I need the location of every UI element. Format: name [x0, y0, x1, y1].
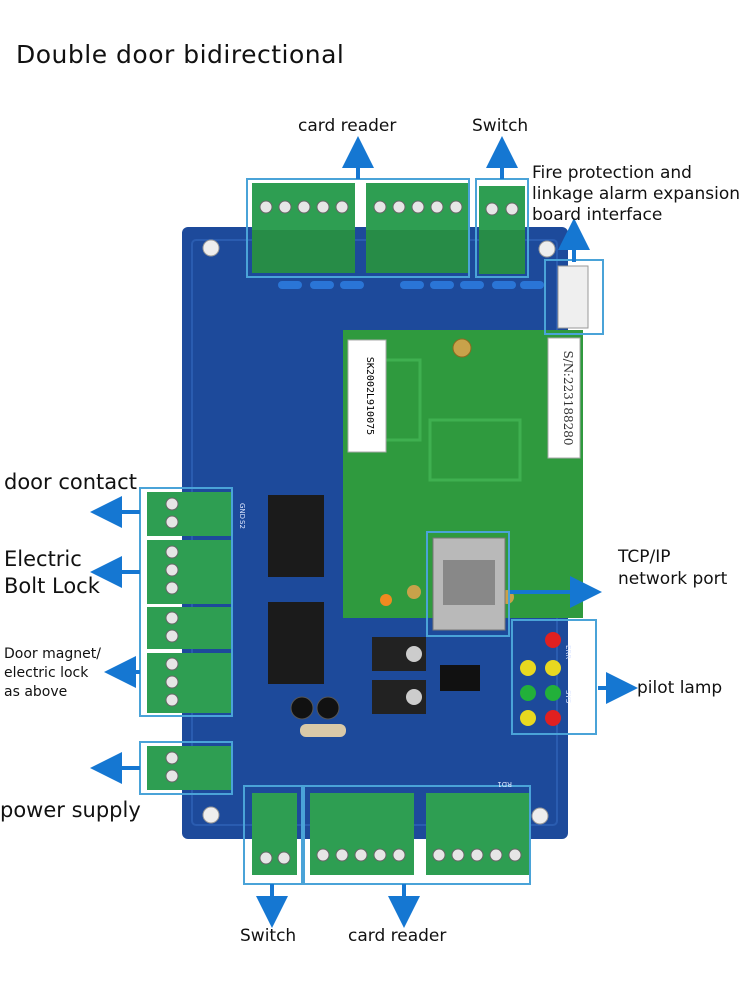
left-terminal-magnet-1: [147, 607, 232, 649]
label-door-contact: door contact: [4, 470, 137, 494]
relay-2: [268, 602, 324, 684]
bottom-terminal-reader-2: [426, 793, 529, 875]
top-block-shade: [479, 230, 525, 274]
bottom-terminal-reader-1: [310, 793, 414, 875]
top-block-shade: [366, 230, 468, 273]
relay-1: [268, 495, 324, 577]
silk-s2: S2: [238, 520, 246, 529]
label-pilot-lamp: pilot lamp: [637, 678, 723, 698]
rj45-opening: [443, 560, 495, 605]
bottom-terminal-switch: [252, 793, 297, 875]
serial-sticker-text: S/N:223188280: [561, 350, 575, 445]
left-terminal-door-contact: [147, 492, 232, 536]
mount-hole: [202, 239, 220, 257]
left-terminal-power: [147, 746, 232, 790]
silk-rd1: RD1: [497, 780, 512, 788]
led-sys: [545, 685, 561, 701]
capacitor: [316, 696, 340, 720]
module-trace: [428, 418, 522, 482]
top-jumper-row: [278, 281, 544, 289]
led-d1-b: [520, 685, 536, 701]
top-block-shade: [252, 230, 355, 273]
mount-hole: [531, 807, 549, 825]
mount-hole: [538, 240, 556, 258]
led-err: [545, 632, 561, 648]
page-title: Double door bidirectional: [16, 40, 345, 69]
resistor: [300, 724, 346, 737]
label-card-reader-top: card reader: [298, 116, 397, 136]
label-fire-protection: Fire protection and linkage alarm expans…: [532, 163, 741, 225]
model-sticker-text: SK2002L910075: [364, 357, 375, 435]
led-d1-a: [520, 660, 536, 676]
module-led: [380, 594, 392, 606]
top-screws: [259, 200, 519, 216]
label-tcp-ip: TCP/IP network port: [618, 547, 728, 589]
led-in: [545, 660, 561, 676]
left-terminal-magnet-2: [147, 653, 232, 713]
left-screws: [165, 497, 179, 783]
silk-gnd: GND: [238, 503, 246, 519]
silk-sys: SYS: [564, 690, 572, 704]
label-power-supply: power supply: [0, 798, 141, 822]
capacitor: [290, 696, 314, 720]
serial-sticker: [547, 337, 581, 459]
module-screw: [407, 585, 421, 599]
expansion-header: [557, 265, 589, 329]
label-arrows: [90, 136, 638, 928]
silk-err: ERR: [564, 645, 572, 659]
led-d1-c: [520, 710, 536, 726]
label-door-magnet: Door magnet/ electric lock as above: [4, 646, 101, 700]
label-electric-bolt-lock: Electric Bolt Lock: [4, 547, 100, 598]
left-terminal-bolt-lock: [147, 540, 232, 604]
module-screw: [452, 338, 472, 358]
ic-chip: [440, 665, 480, 691]
label-card-reader-bottom: card reader: [348, 926, 447, 946]
label-switch-top: Switch: [472, 116, 529, 136]
mount-hole: [202, 806, 220, 824]
bottom-screws: [259, 848, 522, 865]
led-d2: [545, 710, 561, 726]
model-sticker: [347, 339, 387, 453]
label-switch-bottom: Switch: [240, 926, 297, 946]
